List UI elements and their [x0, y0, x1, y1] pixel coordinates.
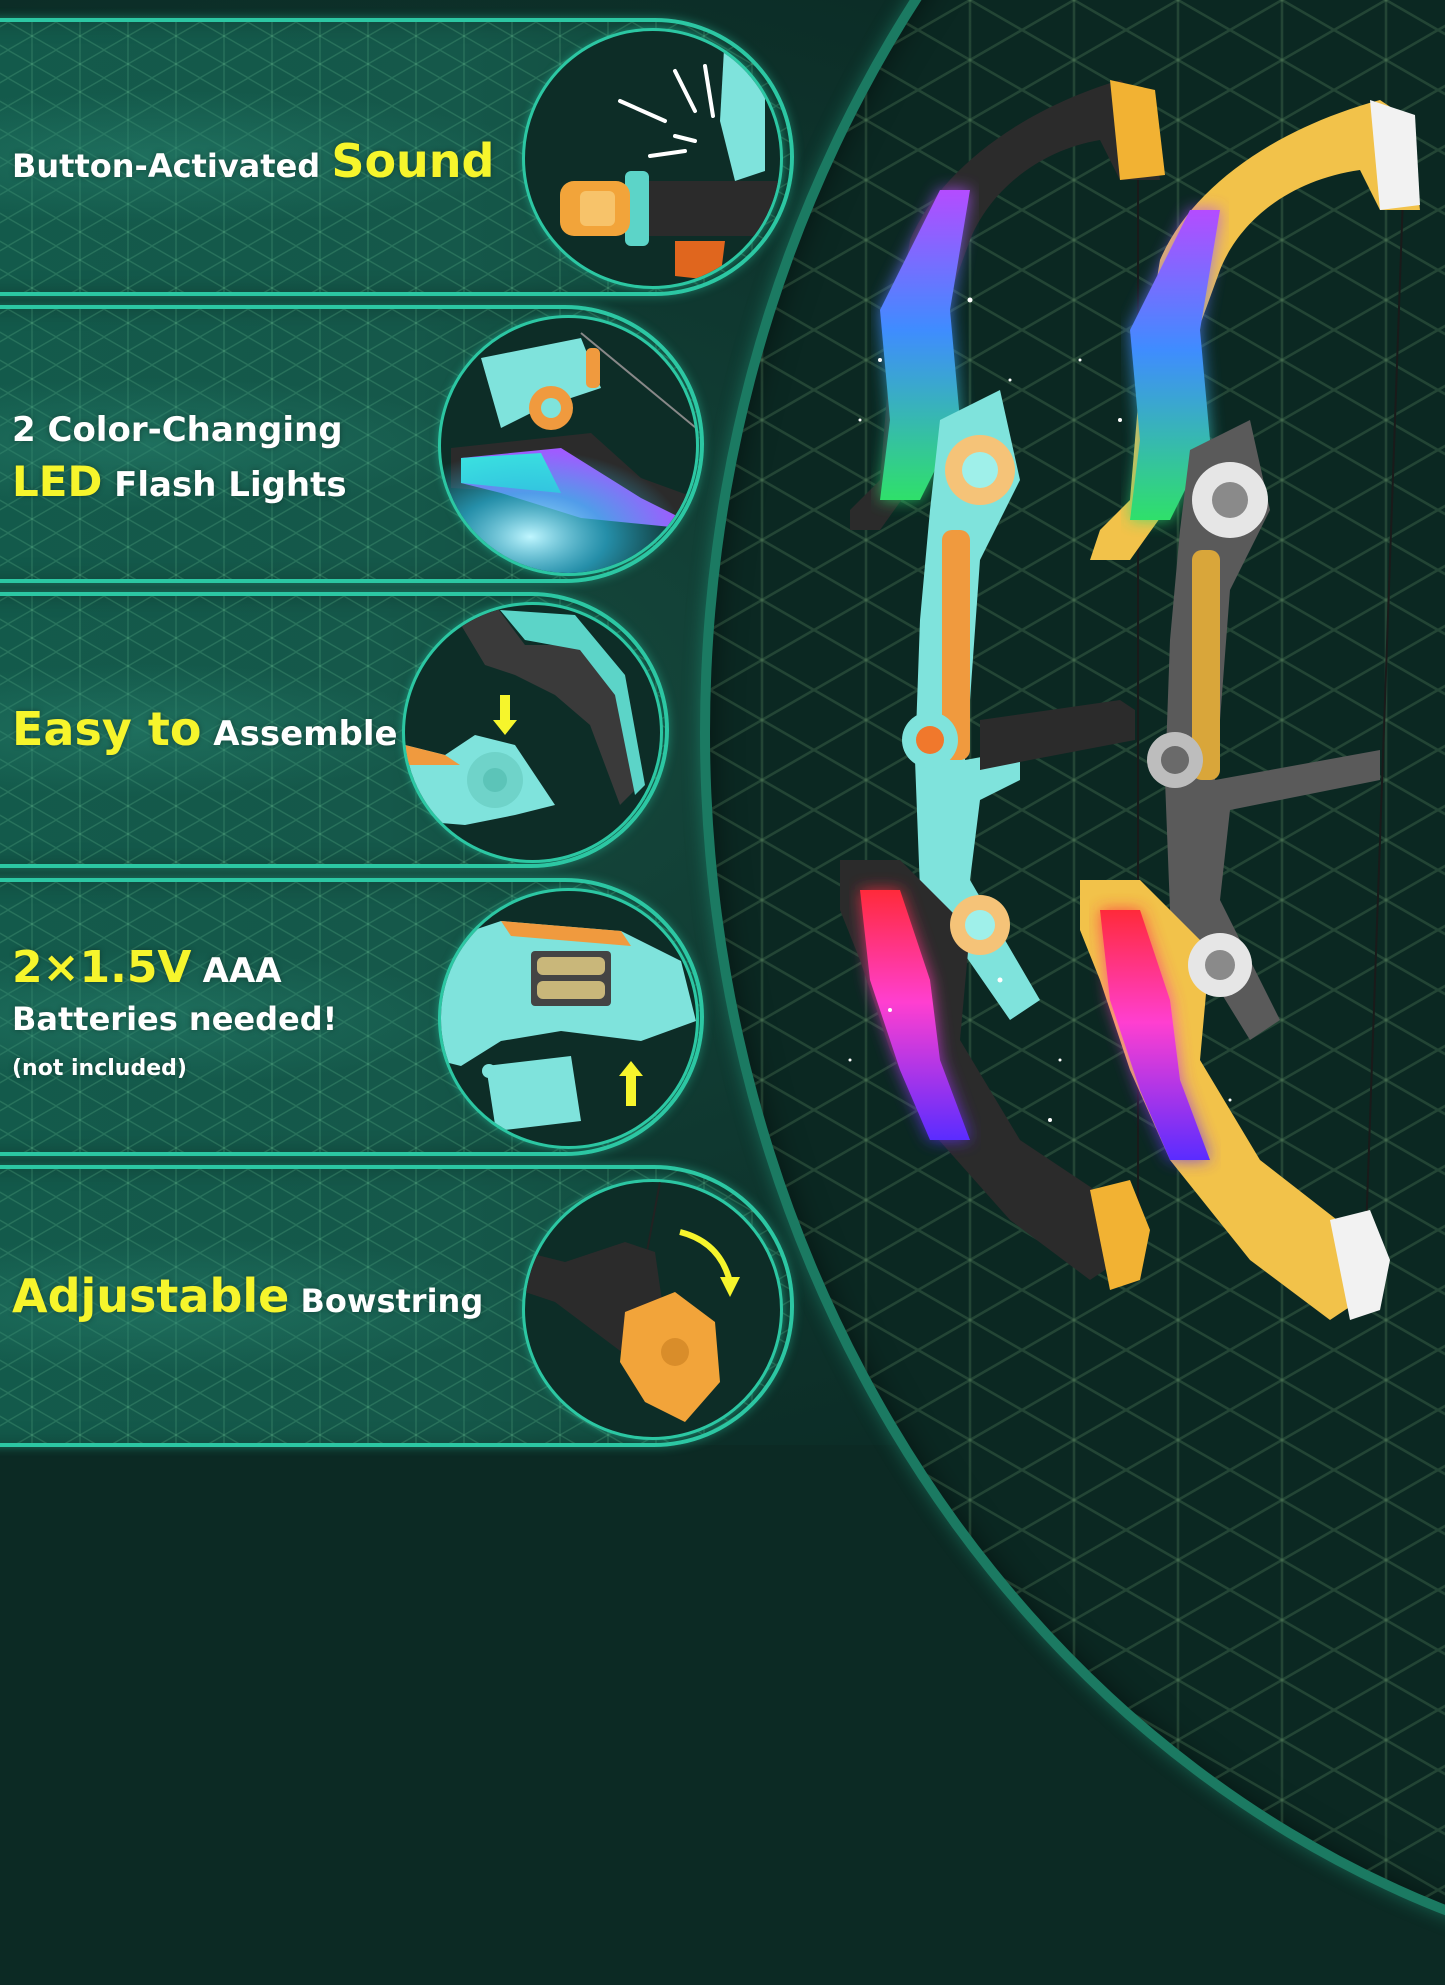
- feature-panel-led: 2 Color-Changing LED Flash Lights: [0, 305, 704, 583]
- feature-image-batteries: [438, 888, 699, 1149]
- teal-black-bow: [840, 80, 1165, 1290]
- feature-panel-sound: Button-Activated Sound: [0, 18, 794, 296]
- led-light-icon: [441, 332, 696, 573]
- button-sound-icon: [560, 31, 780, 281]
- bowstring-2: [1364, 139, 1406, 1261]
- feature-title-sound: Button-Activated Sound: [12, 134, 495, 188]
- sparkles: [848, 297, 1232, 1122]
- feature-title-batteries: 2×1.5V AAA Batteries needed! (not includ…: [12, 942, 338, 1082]
- feature-panel-bowstring: Adjustable Bowstring: [0, 1165, 794, 1447]
- feature-panel-batteries: 2×1.5V AAA Batteries needed! (not includ…: [0, 878, 704, 1156]
- battery-compartment-icon: [441, 921, 696, 1131]
- feature-image-assemble: [402, 602, 663, 863]
- bowstring-tip-icon: [525, 1182, 740, 1422]
- feature-title-bowstring: Adjustable Bowstring: [12, 1269, 484, 1323]
- feature-title-assemble: Easy to Assemble: [12, 702, 398, 756]
- feature-panel-assemble: Easy to Assemble: [0, 592, 669, 868]
- bows-illustration: [840, 80, 1420, 1320]
- feature-title-led: 2 Color-Changing LED Flash Lights: [12, 410, 347, 506]
- feature-image-sound: [522, 28, 783, 289]
- feature-image-bowstring: [522, 1179, 783, 1440]
- assembly-icon: [405, 605, 645, 825]
- gold-gray-bow: [1080, 100, 1420, 1320]
- feature-image-led: [438, 315, 699, 576]
